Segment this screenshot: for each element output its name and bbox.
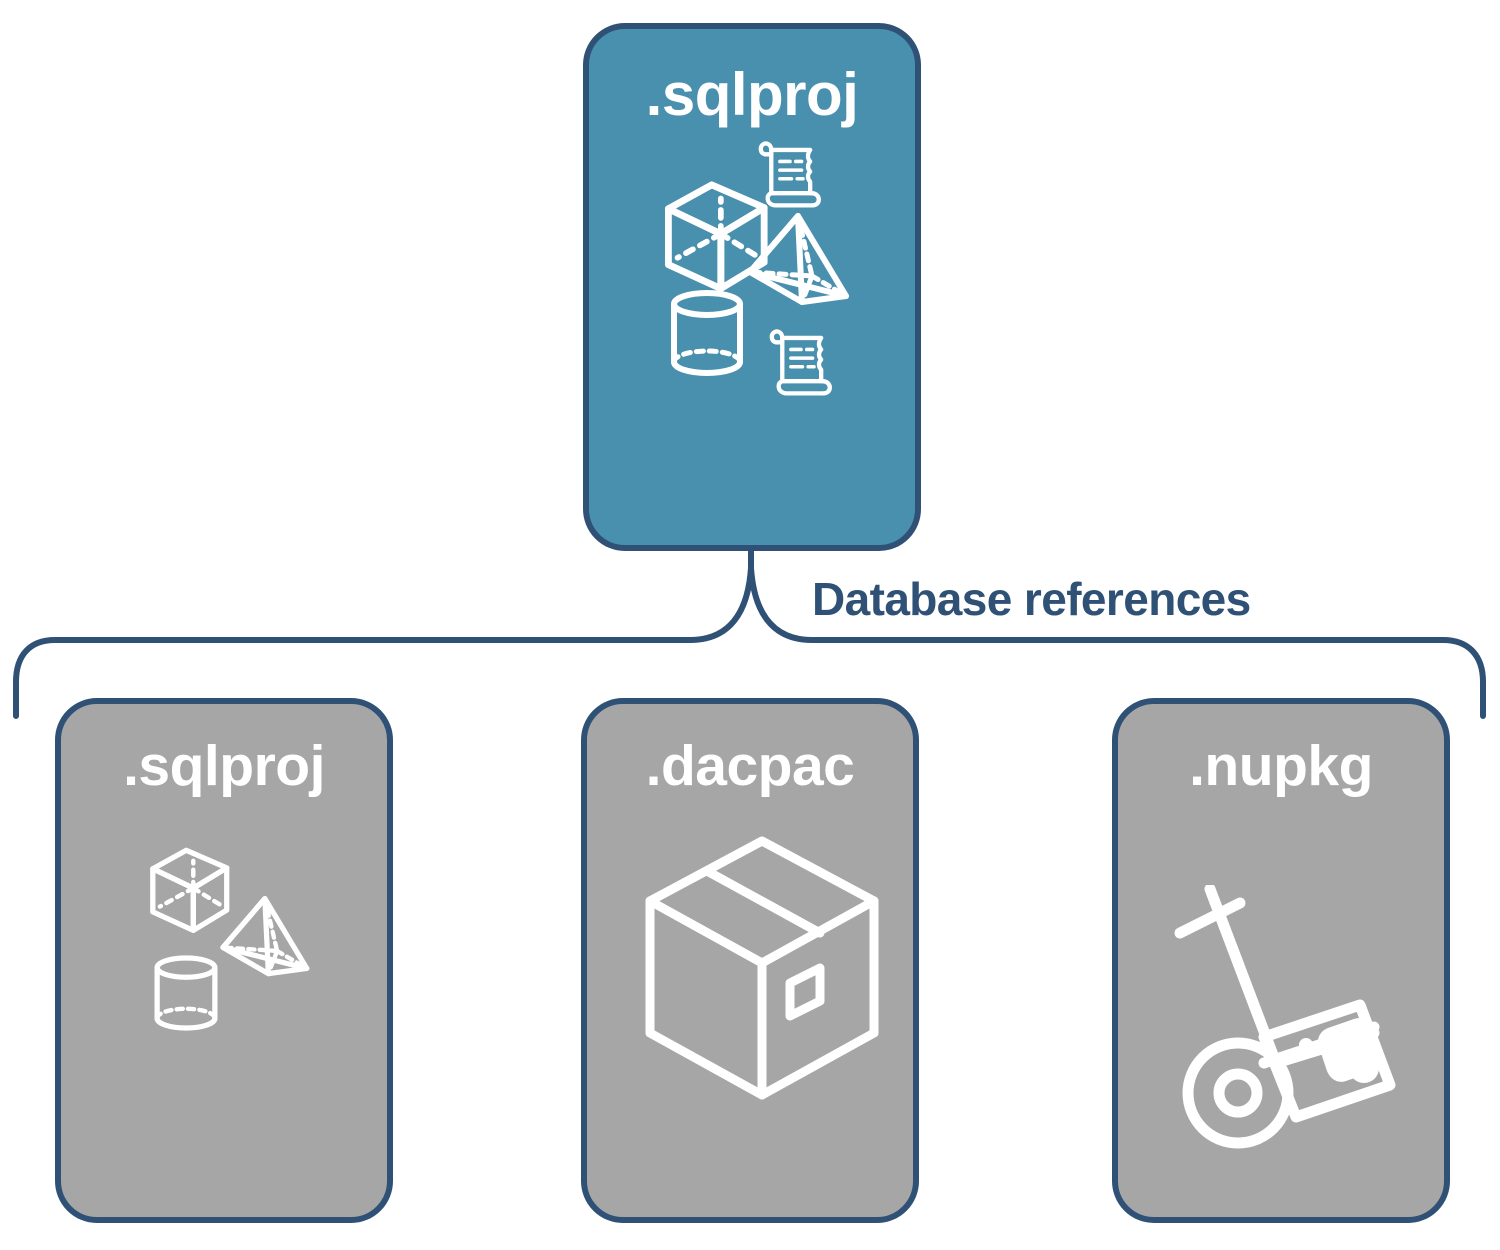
node-child-dacpac-title: .dacpac [645, 734, 855, 798]
shipping-box-icon [645, 836, 879, 1100]
node-root-sqlproj[interactable]: .sqlproj [583, 23, 921, 551]
node-child-nupkg-artwork [1118, 795, 1444, 1217]
node-child-nupkg[interactable]: .nupkg [1112, 698, 1450, 1223]
cylinder-wireframe-icon [671, 290, 743, 376]
cube-wireframe-icon [150, 847, 230, 933]
pyramid-wireframe-icon [747, 213, 849, 305]
bracket-left-wing [13, 565, 754, 719]
scroll-script-icon [769, 329, 832, 396]
node-child-dacpac[interactable]: .dacpac [581, 698, 919, 1223]
cube-wireframe-icon [664, 181, 768, 292]
pyramid-wireframe-icon [220, 895, 310, 977]
node-child-sqlproj-artwork [61, 795, 387, 1217]
node-root-artwork [589, 125, 915, 545]
scroll-script-icon [758, 141, 821, 208]
node-child-sqlproj[interactable]: .sqlproj [55, 698, 393, 1223]
node-root-title: .sqlproj [645, 61, 859, 128]
node-child-dacpac-artwork [587, 795, 913, 1217]
cylinder-wireframe-icon [154, 955, 218, 1031]
bracket-label: Database references [812, 573, 1251, 625]
hand-truck-package-icon [1174, 885, 1396, 1149]
node-child-nupkg-title: .nupkg [1189, 734, 1373, 798]
node-child-sqlproj-title: .sqlproj [123, 734, 325, 798]
